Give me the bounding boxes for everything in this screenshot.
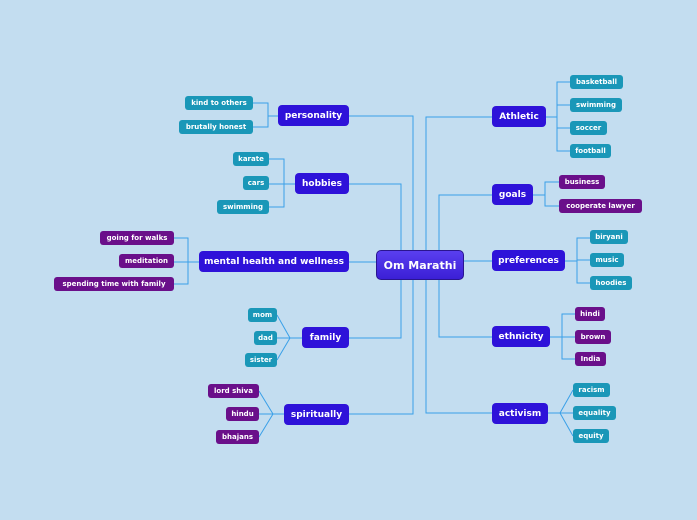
branch-node-spiritually[interactable]: spiritually xyxy=(284,404,349,425)
leaf-node-cooperate-lawyer[interactable]: cooperate lawyer xyxy=(559,199,642,213)
branch-node-hobbies[interactable]: hobbies xyxy=(295,173,349,194)
leaf-node-spending-time-with-family[interactable]: spending time with family xyxy=(54,277,174,291)
branch-node-goals[interactable]: goals xyxy=(492,184,533,205)
leaf-node-meditation[interactable]: meditation xyxy=(119,254,174,268)
branch-node-athletic[interactable]: Athletic xyxy=(492,106,546,127)
leaf-node-hoodies[interactable]: hoodies xyxy=(590,276,632,290)
branch-node-preferences[interactable]: preferences xyxy=(492,250,565,271)
leaf-node-racism[interactable]: racism xyxy=(573,383,610,397)
leaf-node-business[interactable]: business xyxy=(559,175,605,189)
leaf-node-swimming[interactable]: swimming xyxy=(217,200,269,214)
leaf-node-soccer[interactable]: soccer xyxy=(570,121,607,135)
leaf-node-basketball[interactable]: basketball xyxy=(570,75,623,89)
leaf-node-sister[interactable]: sister xyxy=(245,353,277,367)
leaf-node-dad[interactable]: dad xyxy=(254,331,277,345)
leaf-node-equity[interactable]: equity xyxy=(573,429,609,443)
leaf-node-bhajans[interactable]: bhajans xyxy=(216,430,259,444)
leaf-node-lord-shiva[interactable]: lord shiva xyxy=(208,384,259,398)
branch-node-ethnicity[interactable]: ethnicity xyxy=(492,326,550,347)
leaf-node-going-for-walks[interactable]: going for walks xyxy=(100,231,174,245)
leaf-node-india[interactable]: India xyxy=(575,352,606,366)
leaf-node-kind-to-others[interactable]: kind to others xyxy=(185,96,253,110)
leaf-node-brutally-honest[interactable]: brutally honest xyxy=(179,120,253,134)
branch-node-family[interactable]: family xyxy=(302,327,349,348)
leaf-node-brown[interactable]: brown xyxy=(575,330,611,344)
leaf-node-biryani[interactable]: biryani xyxy=(590,230,628,244)
leaf-node-karate[interactable]: karate xyxy=(233,152,269,166)
leaf-node-equality[interactable]: equality xyxy=(573,406,616,420)
leaf-node-swimming-athletic[interactable]: swimming xyxy=(570,98,622,112)
leaf-node-music[interactable]: music xyxy=(590,253,624,267)
branch-node-mental-health[interactable]: mental health and wellness xyxy=(199,251,349,272)
leaf-node-hindi[interactable]: hindi xyxy=(575,307,605,321)
branch-node-activism[interactable]: activism xyxy=(492,403,548,424)
leaf-node-mom[interactable]: mom xyxy=(248,308,277,322)
leaf-node-hindu[interactable]: hindu xyxy=(226,407,259,421)
central-topic-node[interactable]: Om Marathi xyxy=(376,250,464,280)
leaf-node-football[interactable]: football xyxy=(570,144,611,158)
leaf-node-cars[interactable]: cars xyxy=(243,176,269,190)
branch-node-personality[interactable]: personality xyxy=(278,105,349,126)
